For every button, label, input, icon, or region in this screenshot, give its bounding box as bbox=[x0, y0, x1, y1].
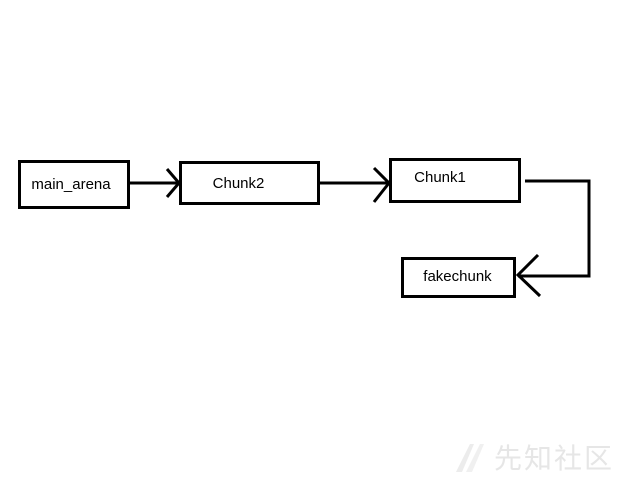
node-main-arena: main_arena bbox=[18, 160, 130, 209]
arrowhead-icon bbox=[515, 253, 542, 298]
xianzhi-logo-icon bbox=[456, 444, 484, 472]
watermark: 先知社区 bbox=[452, 438, 632, 476]
node-chunk2: Chunk2 bbox=[179, 161, 320, 205]
node-fakechunk: fakechunk bbox=[401, 257, 516, 298]
node-chunk1: Chunk1 bbox=[389, 158, 521, 203]
edge-chunk1-to-fakechunk bbox=[515, 179, 591, 298]
node-label: fakechunk bbox=[423, 268, 492, 285]
node-label: Chunk2 bbox=[212, 174, 265, 192]
edge-main-arena-to-chunk2 bbox=[130, 168, 181, 198]
node-label: Chunk1 bbox=[414, 169, 466, 186]
node-label: main_arena bbox=[31, 176, 111, 193]
watermark-text: 先知社区 bbox=[494, 442, 615, 475]
arrowhead-icon bbox=[372, 166, 392, 203]
edge-chunk2-to-chunk1 bbox=[320, 166, 392, 203]
